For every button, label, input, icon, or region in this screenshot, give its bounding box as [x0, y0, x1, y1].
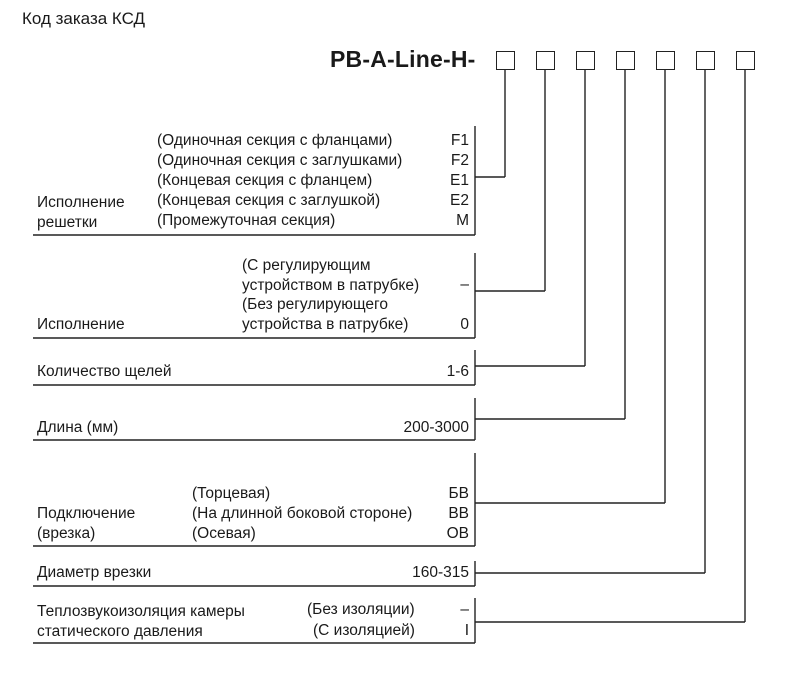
connection-option-code: ОВ — [446, 525, 469, 542]
code-box-insulation — [736, 51, 755, 70]
insulation-option-code: I — [464, 622, 469, 639]
grille-option-desc: (Концевая секция с заглушкой) — [157, 192, 381, 209]
insulation-option-desc: (С изоляцией) — [313, 622, 415, 639]
code-box-slots — [576, 51, 595, 70]
code-box-length — [616, 51, 635, 70]
diameter-value: 160-315 — [412, 564, 469, 581]
execution-option-desc: (С регулирующим — [242, 257, 371, 274]
grille-option-code: E1 — [450, 172, 469, 189]
grille-option-desc: (Концевая секция с фланцем) — [157, 172, 373, 189]
connection-option-desc: (На длинной боковой стороне) — [192, 505, 413, 522]
grille-option-desc: (Одиночная секция с фланцами) — [157, 132, 393, 149]
length-section-label: Длина (мм) — [37, 419, 119, 436]
slots-value: 1-6 — [446, 363, 469, 380]
grille-section-label: решетки — [37, 214, 98, 231]
insulation-option-desc: (Без изоляции) — [307, 601, 415, 618]
connection-section-label: (врезка) — [37, 525, 96, 542]
code-box-diameter — [696, 51, 715, 70]
execution-option-desc: устройства в патрубке) — [242, 316, 409, 333]
connection-option-code: БВ — [448, 485, 469, 502]
diameter-section-label: Диаметр врезки — [37, 564, 152, 581]
execution-option-desc: устройством в патрубке) — [242, 277, 420, 294]
grille-option-code: M — [456, 212, 469, 229]
code-box-connection — [656, 51, 675, 70]
connection-section-label: Подключение — [37, 505, 136, 522]
grille-section-label: Исполнение — [37, 194, 125, 211]
execution-option-code: – — [460, 276, 469, 293]
insulation-section-label: Теплозвукоизоляция камеры — [37, 603, 245, 620]
slots-section-label: Количество щелей — [37, 363, 172, 380]
grille-option-desc: (Промежуточная секция) — [157, 212, 336, 229]
grille-option-code: F1 — [450, 132, 469, 149]
code-box-execution — [536, 51, 555, 70]
grille-option-desc: (Одиночная секция с заглушками) — [157, 152, 403, 169]
grille-option-code: F2 — [450, 152, 469, 169]
diagram-title: Код заказа КСД — [22, 9, 146, 28]
connection-option-desc: (Торцевая) — [192, 485, 271, 502]
length-value: 200-3000 — [403, 419, 469, 436]
order-code-prefix: PB-A-Line-H- — [330, 46, 476, 72]
insulation-section-label: статического давления — [37, 623, 203, 640]
connection-option-code: ВВ — [448, 505, 469, 522]
grille-option-code: E2 — [450, 192, 469, 209]
code-box-grille — [496, 51, 515, 70]
connection-option-desc: (Осевая) — [192, 525, 256, 542]
insulation-option-code: – — [460, 601, 469, 618]
execution-section-label: Исполнение — [37, 316, 125, 333]
execution-option-desc: (Без регулирующего — [242, 296, 388, 313]
execution-option-code: 0 — [460, 316, 469, 333]
